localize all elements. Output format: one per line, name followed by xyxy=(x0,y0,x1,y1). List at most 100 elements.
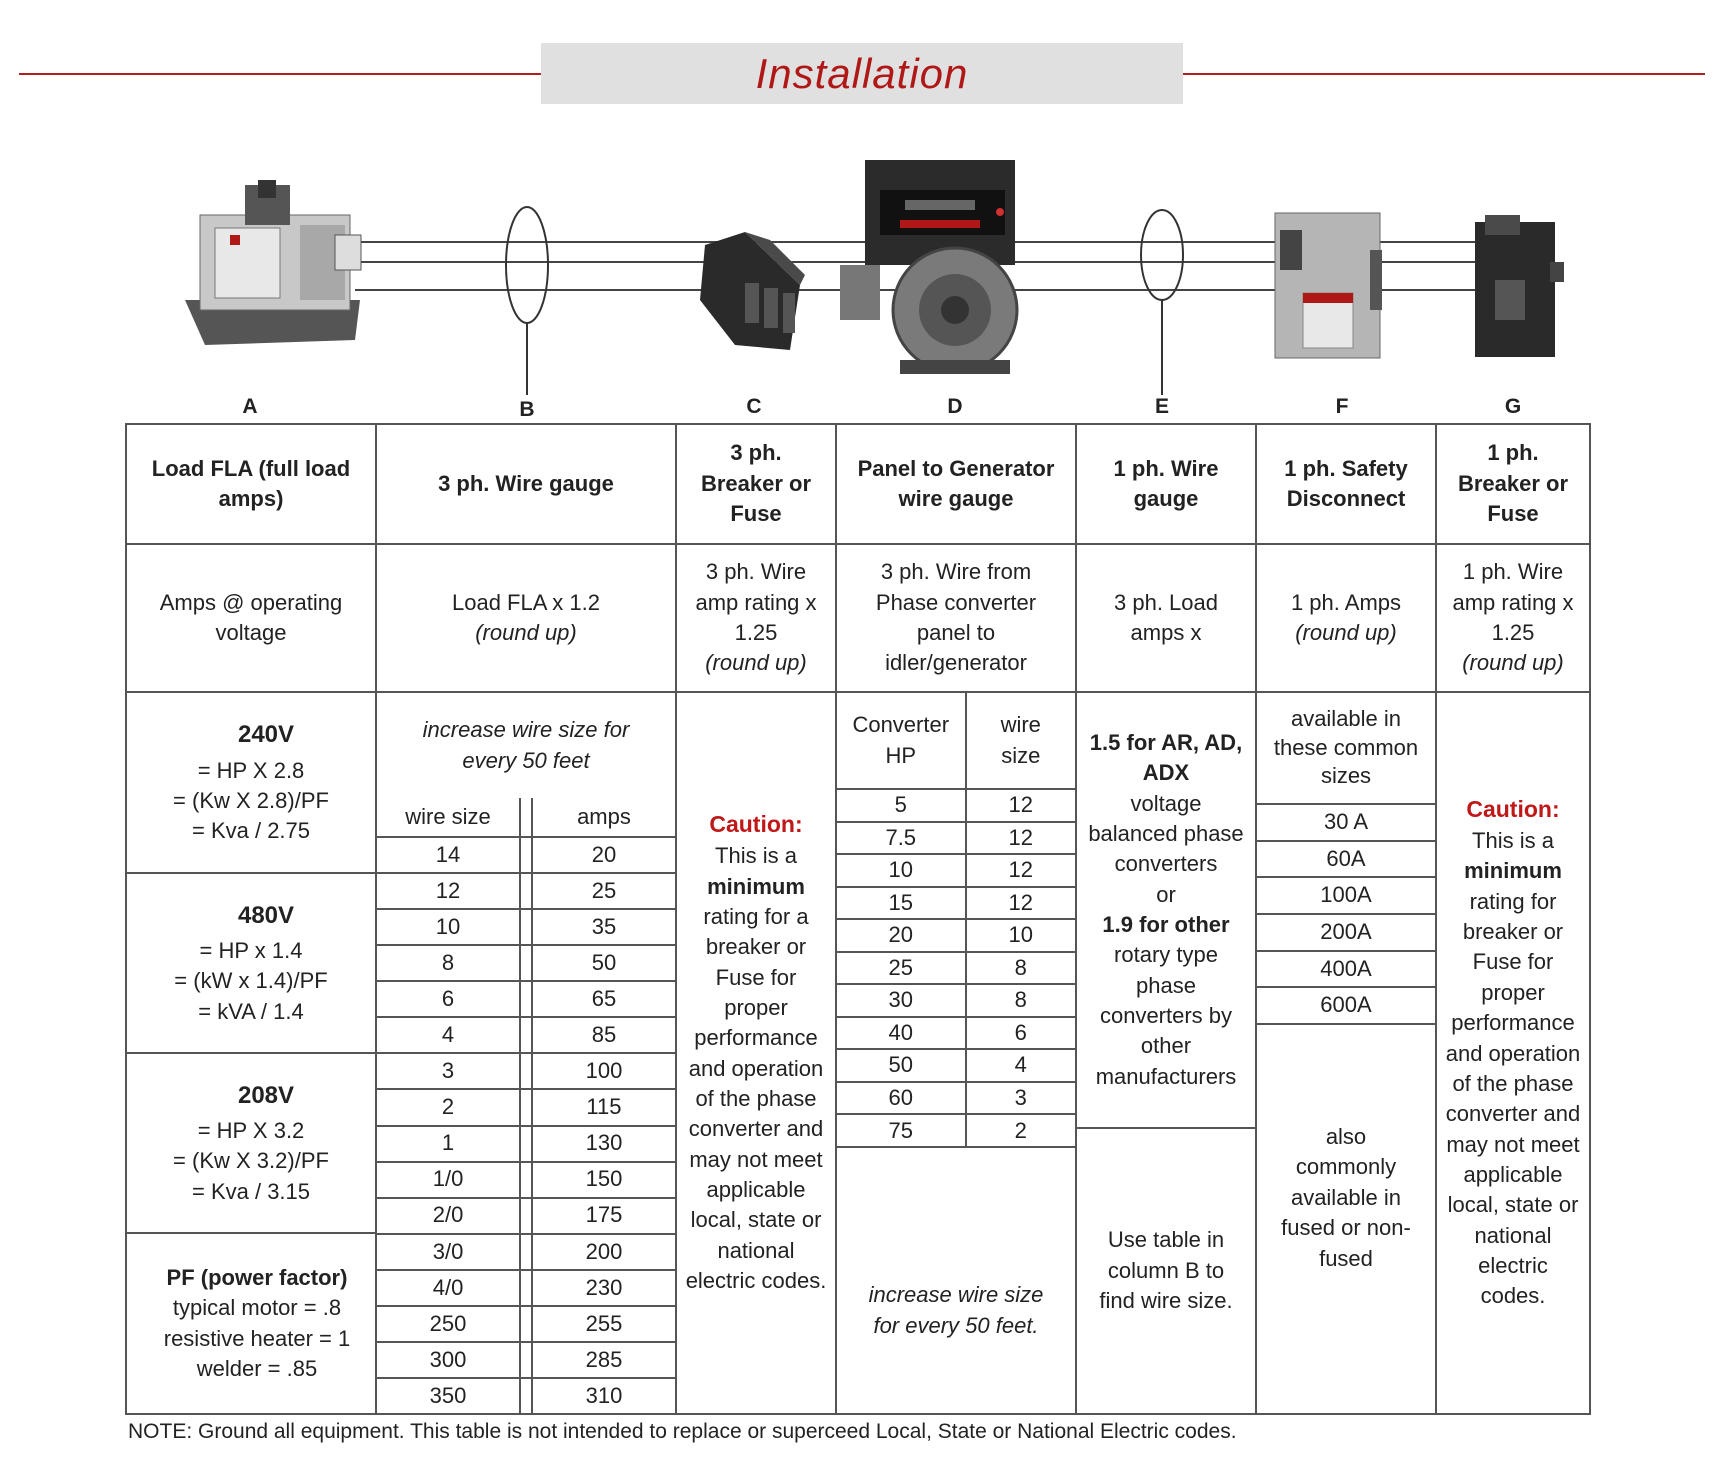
wire-amps-cell: 255 xyxy=(530,1304,675,1343)
wire-size-cell: 4 xyxy=(377,1016,522,1055)
converter-hp-cell: 30 xyxy=(837,983,967,1018)
disconnect-size-cell: 200A xyxy=(1257,912,1435,952)
voltage-group-240: 240V = HP X 2.8 = (Kw X 2.8)/PF = Kva / … xyxy=(127,693,375,874)
wire-divider xyxy=(519,1088,533,1127)
wire-amps-cell: 115 xyxy=(530,1088,675,1127)
header-c: 3 ph. Breaker or Fuse xyxy=(675,423,837,545)
wire-divider xyxy=(519,1232,533,1271)
caution-title-c: Caution: xyxy=(709,811,803,838)
formula-f-round: (round up) xyxy=(1295,620,1397,645)
voltage-group-480: 480V = HP x 1.4 = (kW x 1.4)/PF = kVA / … xyxy=(127,872,375,1054)
disconnect-size-row: 100A xyxy=(1257,876,1435,915)
wire-size-cell: 250 xyxy=(377,1304,522,1343)
wire-divider xyxy=(519,980,533,1019)
wire-amps-cell: 310 xyxy=(530,1376,675,1413)
column-label-a: A xyxy=(242,395,258,418)
caution-rest-g: rating for breaker or Fuse for proper pe… xyxy=(1445,888,1581,1309)
caution-line1-g: This is a xyxy=(1472,827,1554,853)
column-label-d: D xyxy=(947,395,963,418)
disconnect-also: also commonly available in fused or non-… xyxy=(1281,1124,1411,1271)
wire-amps-cell: 200 xyxy=(530,1232,675,1271)
title-rule-right xyxy=(1183,73,1705,75)
formula-a: Amps @ operating voltage xyxy=(125,543,377,693)
wire-note-line1: increase wire size for xyxy=(422,717,630,743)
pf-line: resistive heater = 1 xyxy=(163,1325,351,1351)
formula-b: Load FLA x 1.2 (round up) xyxy=(375,543,677,693)
wire-size-cell: 2/0 xyxy=(377,1196,522,1235)
three-phase-breaker-icon xyxy=(700,232,805,350)
voltage-line: = HP X 3.2 xyxy=(197,1118,305,1144)
voltage-line: = Kva / 3.15 xyxy=(191,1178,311,1204)
formula-b-text: Load FLA x 1.2 xyxy=(452,589,600,615)
column-b-body: increase wire size for every 50 feet wir… xyxy=(375,691,677,1415)
power-factor-group: PF (power factor) typical motor = .8 res… xyxy=(127,1232,375,1413)
disconnect-intro: available in these common sizes xyxy=(1273,706,1419,789)
formula-e: 3 ph. Load amps x xyxy=(1075,543,1257,693)
wire-amps-cell: 50 xyxy=(530,944,675,983)
equipment-diagram xyxy=(185,160,1564,395)
column-label-e: E xyxy=(1154,395,1169,418)
disconnect-size-cell: 60A xyxy=(1257,839,1435,879)
wire-size-cell: 10 xyxy=(377,908,522,947)
voltage-line: = (Kw X 3.2)/PF xyxy=(173,1148,329,1174)
header-e: 1 ph. Wire gauge xyxy=(1075,423,1257,545)
wire-note-line2: every 50 feet xyxy=(462,747,590,773)
installation-table: Load FLA (full load amps) 3 ph. Wire gau… xyxy=(125,423,1591,1415)
wire-divider xyxy=(519,872,533,911)
converter-wire-cell: 12 xyxy=(964,820,1075,856)
wire-size-cell: 350 xyxy=(377,1376,522,1413)
header-b: 3 ph. Wire gauge xyxy=(375,423,677,545)
pf-line: welder = .85 xyxy=(196,1355,318,1381)
voltage-line: = kVA / 1.4 xyxy=(198,998,304,1024)
converter-note: increase wire size for every 50 feet. xyxy=(868,1282,1044,1338)
safety-disconnect-icon xyxy=(1274,212,1382,359)
disconnect-size-row: 200A xyxy=(1257,912,1435,952)
wire-size-cell: 8 xyxy=(377,944,522,983)
column-label-g: G xyxy=(1504,395,1522,418)
header-g: 1 ph. Breaker or Fuse xyxy=(1435,423,1591,545)
wire-size-cell: 4/0 xyxy=(377,1268,522,1307)
disconnect-size-cell: 400A xyxy=(1257,949,1435,989)
voltage-line: = (kW x 1.4)/PF xyxy=(174,968,328,994)
formula-f-text: 1 ph. Amps xyxy=(1290,589,1402,615)
wire-amps-cell: 20 xyxy=(530,835,675,875)
disconnect-size-row: 600A xyxy=(1257,986,1435,1025)
wire-divider xyxy=(519,908,533,947)
caution-line1-c: This is a xyxy=(715,843,797,869)
e-use-table-wrap: Use table in column B to find wire size. xyxy=(1077,1129,1255,1413)
converter-hp-cell: 20 xyxy=(837,918,967,953)
voltage-title-240: 240V xyxy=(237,721,295,749)
column-g-body: Caution: This is a minimum rating for br… xyxy=(1435,691,1591,1415)
voltage-group-208: 208V = HP X 3.2 = (Kw X 3.2)/PF = Kva / … xyxy=(127,1052,375,1234)
converter-note-wrap: increase wire size for every 50 feet. xyxy=(837,1148,1075,1413)
wire-divider xyxy=(519,1052,533,1091)
wire-divider xyxy=(519,944,533,983)
caution-title-g: Caution: xyxy=(1466,796,1560,823)
formula-g: 1 ph. Wire amp rating x 1.25 (round up) xyxy=(1435,543,1591,693)
wire-divider xyxy=(519,1304,533,1343)
single-phase-breaker-icon xyxy=(1475,215,1564,357)
converter-hp-cell: 15 xyxy=(837,885,967,921)
disconnect-also-wrap: also commonly available in fused or non-… xyxy=(1257,1025,1435,1411)
wire-size-cell: 2 xyxy=(377,1088,522,1127)
wire-size-cell: 14 xyxy=(377,835,522,875)
title-rule-left xyxy=(19,73,541,75)
voltage-line: = Kva / 2.75 xyxy=(191,818,311,844)
formula-c-text: 3 ph. Wire amp rating x 1.25 xyxy=(695,559,817,645)
formula-c-round: (round up) xyxy=(705,650,807,676)
